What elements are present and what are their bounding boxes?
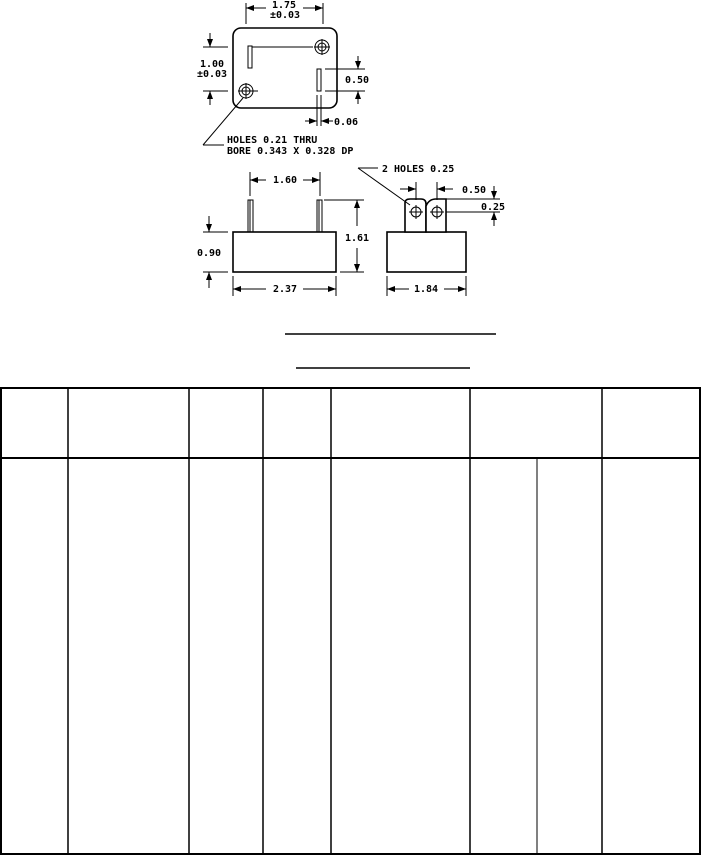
dim-top-width: 1.75 <box>272 0 296 11</box>
mounting-hole <box>314 39 330 55</box>
dim-top-height-tol: ±0.03 <box>197 69 227 80</box>
dim-side-tab-spacing: 0.50 <box>462 185 486 196</box>
dim-body-height: 0.90 <box>197 248 221 259</box>
dim-tab-offset: 0.50 <box>345 75 369 86</box>
mounting-hole <box>238 83 254 99</box>
dim-top-width-tol: ±0.03 <box>270 10 300 21</box>
holes-note-line2: BORE 0.343 X 0.328 DP <box>227 146 353 157</box>
pin-slot <box>316 68 322 92</box>
top-view: 1.75 ±0.03 1.00 ±0.03 0.50 0.06 HOLES 0.… <box>197 0 369 157</box>
dim-side-tab-offset: 0.25 <box>481 202 505 213</box>
top-view-body <box>232 27 338 109</box>
dim-body-length: 2.37 <box>273 284 297 295</box>
pin-slot <box>247 45 253 69</box>
dim-side-width: 1.84 <box>414 284 438 295</box>
holes-note-line1: HOLES 0.21 THRU <box>227 135 317 146</box>
side-view: 2 HOLES 0.25 0.50 0.25 1.84 <box>357 164 505 296</box>
side-holes-note: 2 HOLES 0.25 <box>382 164 454 175</box>
terminal-hole <box>409 205 423 219</box>
terminal-tab <box>425 198 447 233</box>
dim-overall-height: 1.61 <box>345 233 369 244</box>
dim-tab-width: 0.06 <box>334 117 358 128</box>
front-view-body <box>232 231 337 273</box>
side-view-body <box>386 231 467 273</box>
dim-top-height: 1.00 <box>200 59 224 70</box>
data-table <box>0 387 701 855</box>
front-view: 1.60 0.90 1.61 2.37 <box>197 172 369 296</box>
dim-pin-spacing: 1.60 <box>273 175 297 186</box>
table-border <box>0 387 701 855</box>
terminal-hole <box>430 205 444 219</box>
